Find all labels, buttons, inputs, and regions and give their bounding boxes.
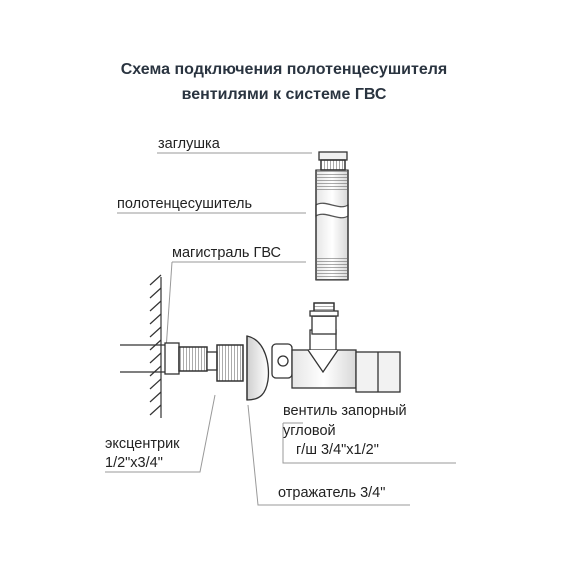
valve-label-line-3: г/ш 3/4"x1/2" bbox=[296, 442, 379, 458]
plug-cap bbox=[318, 151, 348, 171]
main-pipe bbox=[120, 342, 180, 375]
reflector bbox=[246, 335, 270, 401]
diagram-title-line-2: вентилями к системе ГВС bbox=[181, 86, 387, 103]
eccentric bbox=[178, 344, 244, 382]
leader-lines bbox=[105, 152, 456, 506]
eccentric-label-line-1: эксцентрик bbox=[105, 436, 180, 452]
valve-label-line-2: угловой bbox=[283, 423, 336, 439]
valve-label-line-1: вентиль запорный bbox=[283, 403, 407, 419]
main-line-label: магистраль ГВС bbox=[172, 245, 281, 261]
diagram-title-line-1: Схема подключения полотенцесушителя bbox=[120, 61, 448, 78]
plug-label: заглушка bbox=[158, 136, 220, 152]
wall bbox=[149, 274, 162, 418]
valve-leader-bottom bbox=[282, 423, 456, 464]
eccentric-leader bbox=[105, 394, 216, 473]
towel-dryer-pipe bbox=[315, 169, 349, 281]
reflector-label: отражатель 3/4" bbox=[278, 485, 386, 501]
eccentric-label-line-2: 1/2"x3/4" bbox=[105, 455, 163, 471]
valve-body bbox=[271, 302, 401, 393]
reflector-leader bbox=[247, 404, 410, 506]
towel-dryer-label: полотенцесушитель bbox=[117, 196, 253, 212]
main-line-leader-down bbox=[165, 261, 173, 351]
